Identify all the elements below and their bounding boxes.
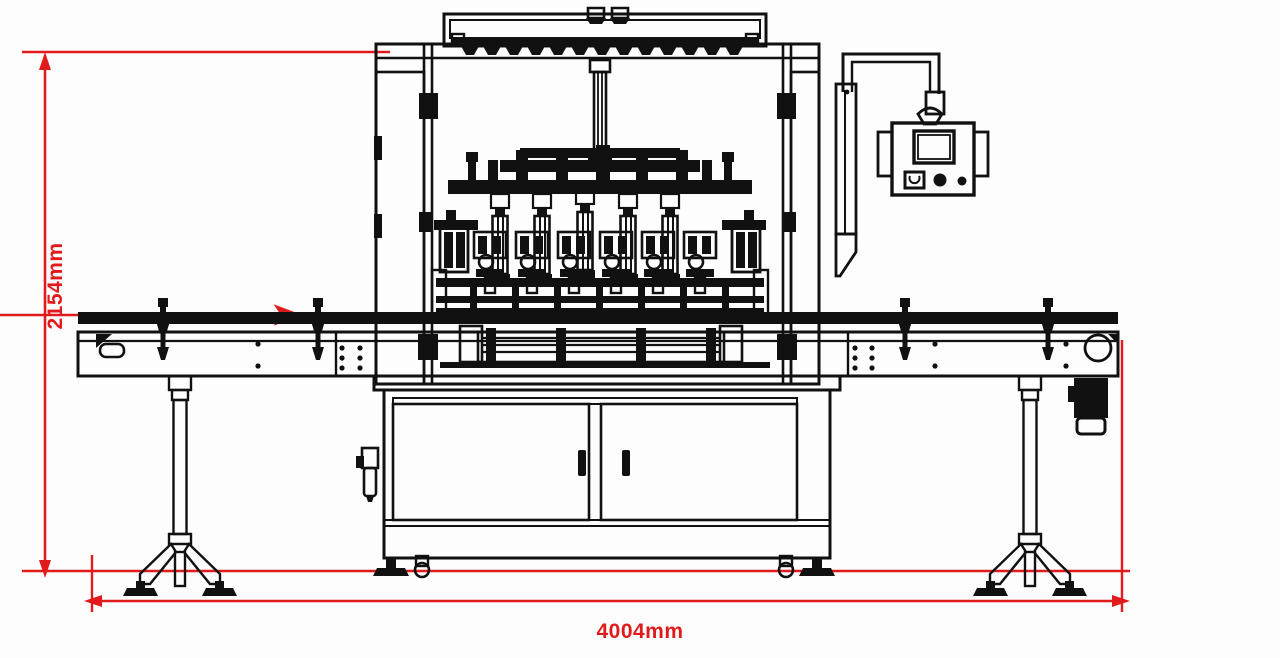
hmi-control-box[interactable] [876,121,990,197]
dimension-width [84,340,1130,612]
base-cabinet [356,374,842,579]
hopper-assembly [442,6,768,55]
height-dimension-label: 2154mm [44,242,67,330]
control-panel-arm [834,52,946,278]
conveyor-leg-right [971,374,1089,598]
cabinet-caster-right [777,554,795,579]
conveyor-drive-motor [1068,378,1108,436]
conveyor-assembly [76,298,1120,598]
filling-head-assembly [430,145,770,322]
width-dimension-label: 4004mm [596,620,684,643]
bottle-gripper-mechanism [440,324,770,368]
cabinet-caster-left [413,554,431,579]
cabinet-foot-right [799,558,835,576]
main-frame [374,42,821,386]
air-filter-regulator [356,446,380,502]
conveyor-leg-left [121,374,239,598]
cabinet-foot-left [373,558,409,576]
